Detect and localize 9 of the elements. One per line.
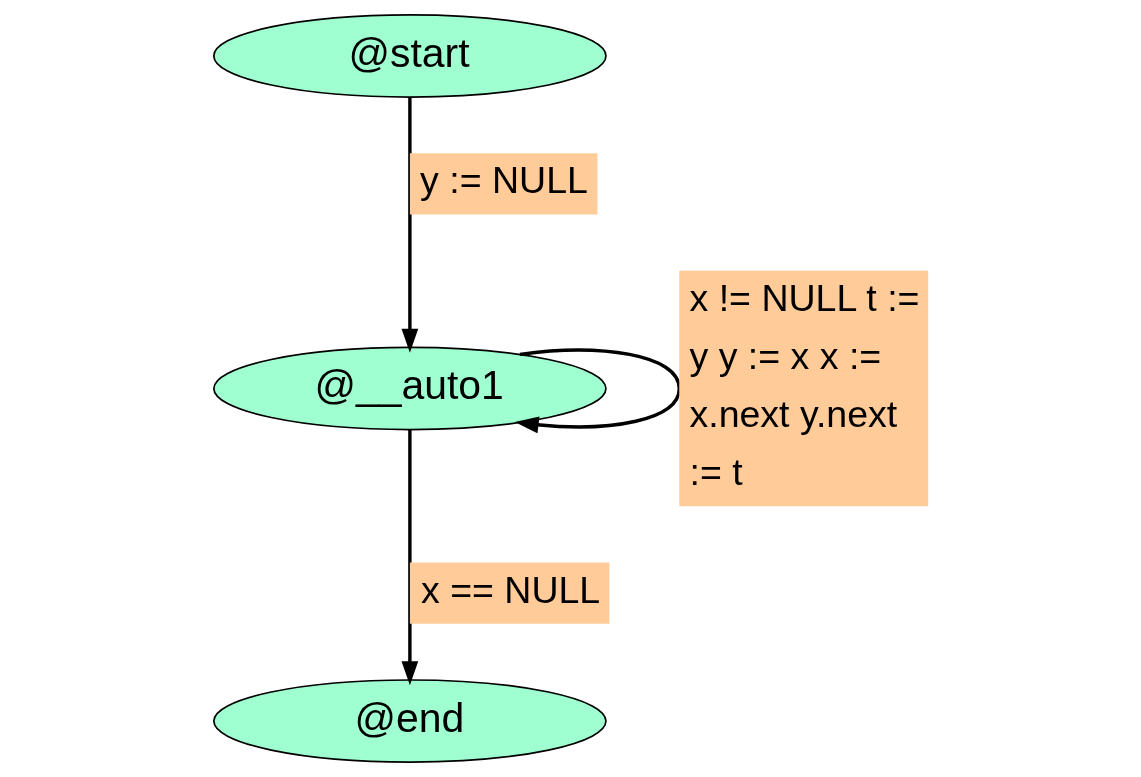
edge-label: x == NULL [420, 568, 600, 611]
arrow [401, 97, 418, 353]
node-ellipse: @start [212, 14, 607, 98]
edge-label: x != NULL t := y y := x x := x.next y.next := t [688, 277, 919, 494]
node-ellipse: @__auto1 [212, 346, 607, 431]
arrow [401, 429, 418, 686]
node-ellipse: @end [212, 679, 607, 763]
arrow [514, 348, 681, 434]
edge-label: y := NULL [419, 159, 588, 202]
